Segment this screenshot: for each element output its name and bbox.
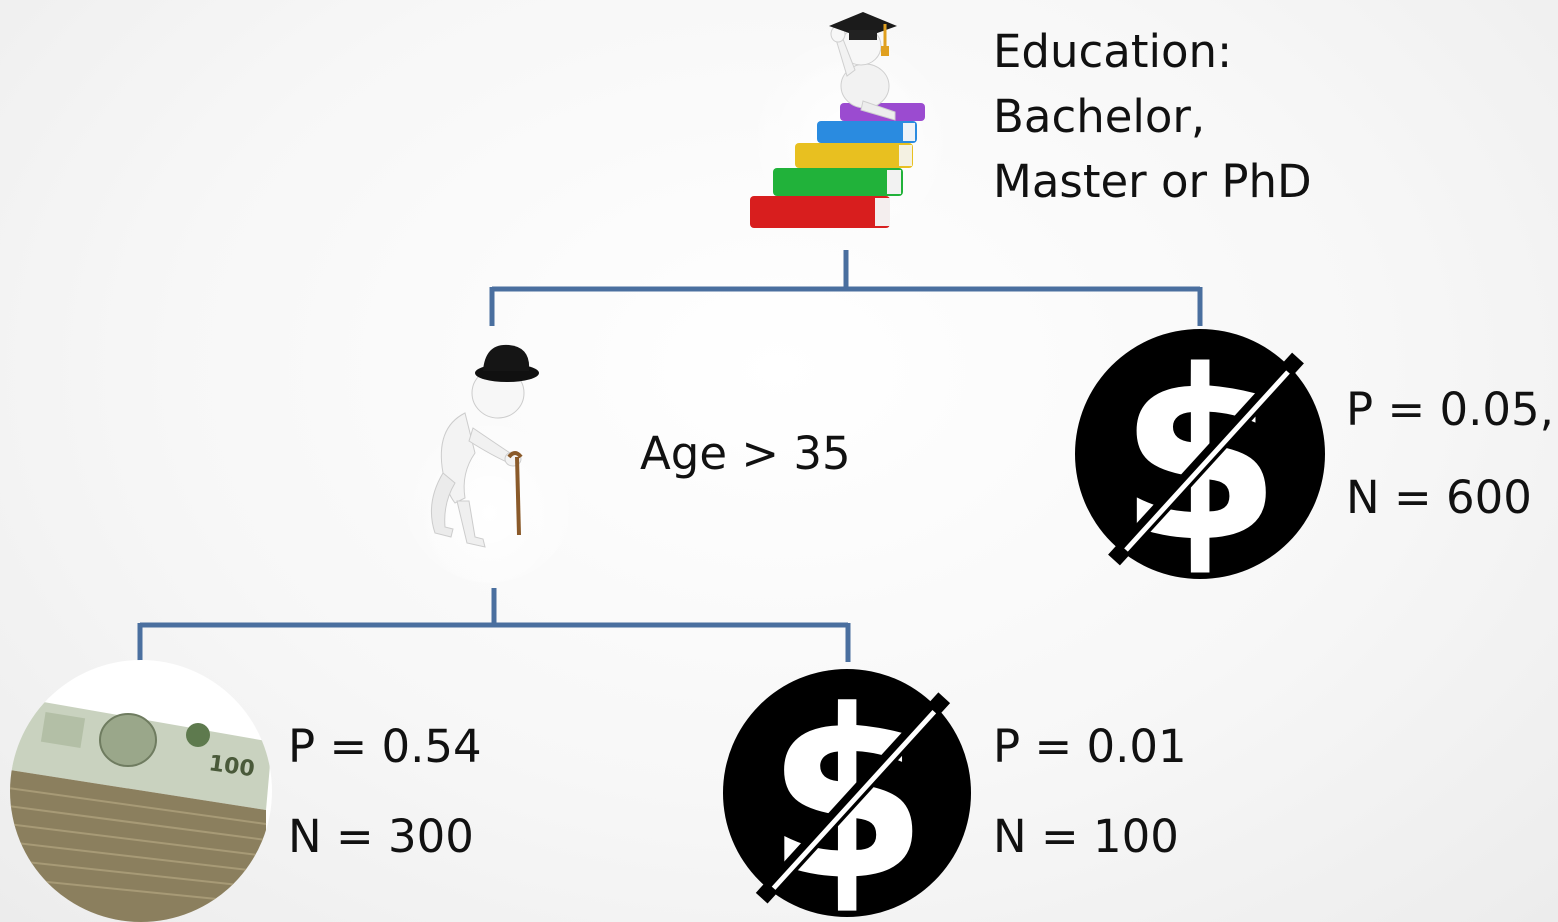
age-node-label: Age > 35 (640, 427, 851, 480)
leaf-right-p: P = 0.05, (1346, 383, 1554, 436)
old-man-with-cane-icon (400, 344, 575, 583)
leaf-mid-n: N = 100 (993, 810, 1179, 863)
leaf-mid-p: P = 0.01 (993, 720, 1187, 773)
no-dollar-icon: $ (722, 668, 972, 918)
root-line-3: Master or PhD (993, 155, 1312, 208)
root-line-2: Bachelor, (993, 90, 1206, 143)
money-stack-icon: 100 (10, 660, 272, 922)
leaf-money-p: P = 0.54 (288, 720, 482, 773)
root-line-1: Education: (993, 25, 1233, 78)
no-dollar-icon: $ (1075, 328, 1325, 580)
leaf-right-n: N = 600 (1346, 471, 1532, 524)
leaf-money-n: N = 300 (288, 810, 474, 863)
graduate-on-books-icon (745, 12, 955, 241)
